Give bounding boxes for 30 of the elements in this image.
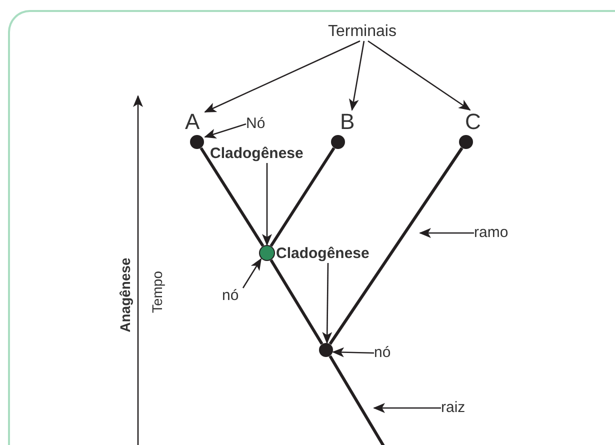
node-label: nó: [374, 344, 396, 362]
arrow: [204, 123, 246, 138]
leader-arrow: [373, 403, 441, 413]
taxon-letter: C: [465, 110, 481, 134]
axis-label: Tempo: [150, 270, 164, 314]
arrow: [204, 40, 360, 113]
tree-branch: [200, 147, 264, 247]
node-dot: [319, 343, 333, 357]
axis-label: Anagênese: [118, 258, 132, 332]
cladogenesis-label: Cladogênese: [276, 245, 388, 263]
tree-branch: [328, 147, 464, 345]
leader-arrow: [419, 228, 474, 238]
arrow: [368, 40, 471, 111]
branch-label: ramo: [474, 224, 510, 242]
taxon-letter: A: [185, 110, 200, 134]
tree-branch: [328, 355, 388, 445]
arrow: [348, 40, 365, 111]
node-label: Nó: [246, 115, 270, 133]
tree-branch: [270, 259, 324, 345]
taxon-letter: B: [340, 110, 355, 134]
arrow: [242, 258, 262, 288]
terminals-label: Terminais: [328, 22, 406, 41]
node-dot: [259, 245, 275, 261]
node-label: nó: [222, 287, 244, 305]
root-label: raiz: [441, 399, 469, 417]
tree-branch: [270, 147, 336, 247]
cladogenesis-label: Cladogênese: [210, 145, 322, 163]
arrow: [262, 163, 272, 246]
arrow: [322, 263, 332, 344]
arrow: [332, 347, 374, 358]
